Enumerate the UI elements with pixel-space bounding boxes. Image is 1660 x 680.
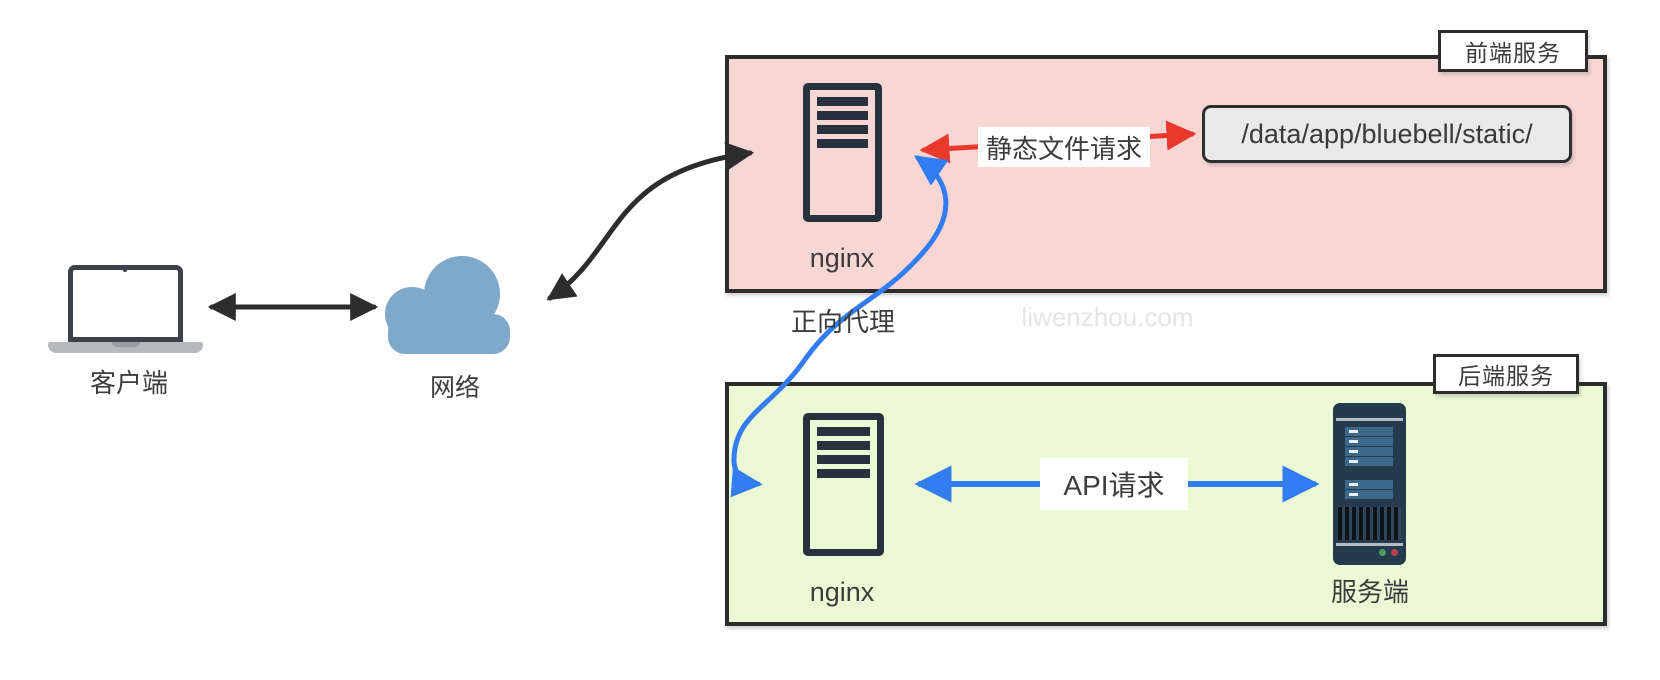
frontend-nginx-label: nginx	[809, 243, 875, 273]
client-label: 客户端	[89, 368, 168, 398]
laptop-base	[48, 342, 203, 353]
api-request-label: API请求	[1040, 458, 1188, 510]
server-tower-icon	[1333, 403, 1406, 565]
server-icon-frontend-nginx	[803, 83, 882, 222]
backend-server-label: 服务端	[1330, 577, 1409, 607]
forward-proxy-label: 正向代理	[790, 307, 895, 337]
static-request-label: 静态文件请求	[978, 127, 1150, 167]
frontend-zone-title: 前端服务	[1438, 30, 1588, 72]
watermark: liwenzhou.com	[1021, 302, 1194, 332]
static-path-box: /data/app/bluebell/static/	[1202, 105, 1572, 163]
backend-nginx-label: nginx	[809, 577, 875, 607]
server-icon-backend-nginx	[803, 413, 884, 556]
tower-vent	[1338, 507, 1401, 540]
laptop-screen	[68, 265, 183, 342]
laptop-notch	[112, 342, 140, 347]
cloud-icon	[385, 256, 510, 354]
network-label: 网络	[429, 374, 480, 402]
tower-green-led	[1379, 549, 1386, 556]
tower-red-led	[1391, 549, 1398, 556]
network-frontend-arrow	[546, 142, 755, 301]
backend-zone-title: 后端服务	[1433, 354, 1579, 394]
laptop-camera-dot	[123, 268, 127, 272]
